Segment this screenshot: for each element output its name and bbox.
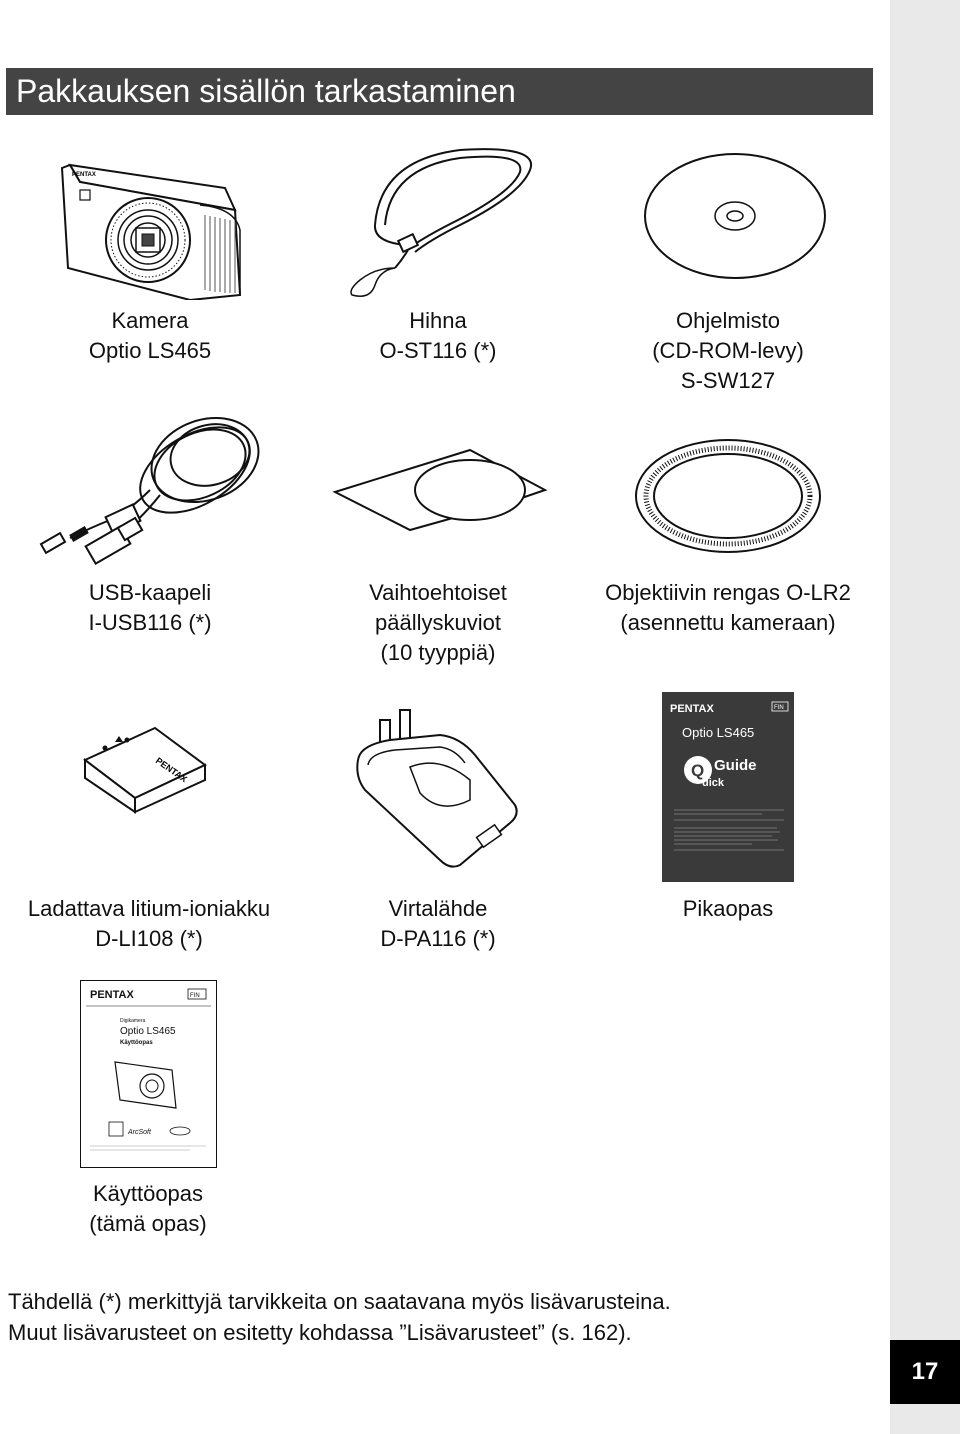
side-strip [890,0,960,1434]
caption-line: Kamera [111,308,189,333]
caption-line: I-USB116 (*) [88,610,212,635]
caption-line: D-LI108 (*) [95,926,203,951]
caption-line: S-SW127 [680,368,776,393]
cover-sheet-illustration [332,448,548,532]
camera-brand-print: PENTAX [72,172,96,178]
footnote-line-1: Tähdellä (*) merkittyjä tarvikkeita on s… [8,1289,671,1314]
caption-line: Pikaopas [682,896,774,921]
usb-cable-illustration [39,416,260,566]
caption-camera: Kamera Optio LS465 [35,306,265,366]
guide-word: Guide [714,757,757,774]
caption-line: (10 tyyppiä) [380,640,496,665]
caption-line: D-PA116 (*) [380,926,496,951]
caption-cover-sheets: Vaihtoehtoiset päällyskuviot (10 tyyppiä… [323,578,553,668]
guide-q-letter: Q [691,761,704,780]
strap-illustration [350,148,533,297]
caption-strap: Hihna O-ST116 (*) [323,306,553,366]
footnote: Tähdellä (*) merkittyjä tarvikkeita on s… [8,1286,671,1348]
caption-line: (asennettu kameraan) [620,610,836,635]
guide-uick-word: uick [702,777,725,789]
user-manual-illustration: PENTAX FIN Digikamera Optio LS465 Käyttö… [80,980,217,1168]
caption-quick-guide: Pikaopas [613,894,843,924]
caption-line: USB-kaapeli [88,580,212,605]
guide-lang-badge: FIN [774,705,784,711]
manual-lang-badge: FIN [190,993,200,999]
caption-battery: Ladattava litium-ioniakku D-LI108 (*) [0,894,298,954]
page-number: 17 [890,1340,960,1404]
caption-power-adapter: Virtalähde D-PA116 (*) [323,894,553,954]
caption-line: Vaihtoehtoiset [369,580,507,605]
guide-model-name: Optio LS465 [682,725,754,740]
caption-software: Ohjelmisto (CD-ROM-levy) S-SW127 [613,306,843,396]
caption-line: Ohjelmisto [676,308,780,333]
power-adapter-illustration [356,709,518,868]
caption-line: Optio LS465 [88,338,212,363]
footnote-line-2: Muut lisävarusteet on esitetty kohdassa … [8,1320,632,1345]
caption-usb-cable: USB-kaapeli I-USB116 (*) [35,578,265,638]
caption-line: Virtalähde [388,896,488,921]
quick-guide-illustration: PENTAX FIN Optio LS465 Q Guide uick [662,692,794,882]
page-title: Pakkauksen sisällön tarkastaminen [6,68,873,115]
caption-user-manual: Käyttöopas (tämä opas) [33,1179,263,1239]
caption-line: Ladattava litium-ioniakku [27,896,271,921]
caption-line: (CD-ROM-levy) [652,338,804,363]
manual-model-name: Optio LS465 [120,1026,176,1037]
cd-rom-illustration [644,153,826,279]
caption-line: O-ST116 (*) [379,338,497,363]
manual-title-print: Käyttöopas [120,1040,153,1046]
battery-illustration: PENTAX [83,726,207,814]
caption-line: päällyskuviot [375,610,501,635]
guide-brand-print: PENTAX [670,703,714,715]
caption-line: Hihna [409,308,467,333]
lens-ring-illustration [635,439,821,553]
manual-category: Digikamera [120,1018,146,1024]
caption-line: (tämä opas) [89,1211,207,1236]
manual-brand-print: PENTAX [90,989,134,1001]
camera-illustration: PENTAX [60,163,242,300]
arcsoft-logo: ArcSoft [127,1129,152,1136]
caption-line: Käyttöopas [92,1181,204,1206]
caption-line: Objektiivin rengas O-LR2 [605,580,851,605]
caption-lens-ring: Objektiivin rengas O-LR2 (asennettu kame… [583,578,873,638]
